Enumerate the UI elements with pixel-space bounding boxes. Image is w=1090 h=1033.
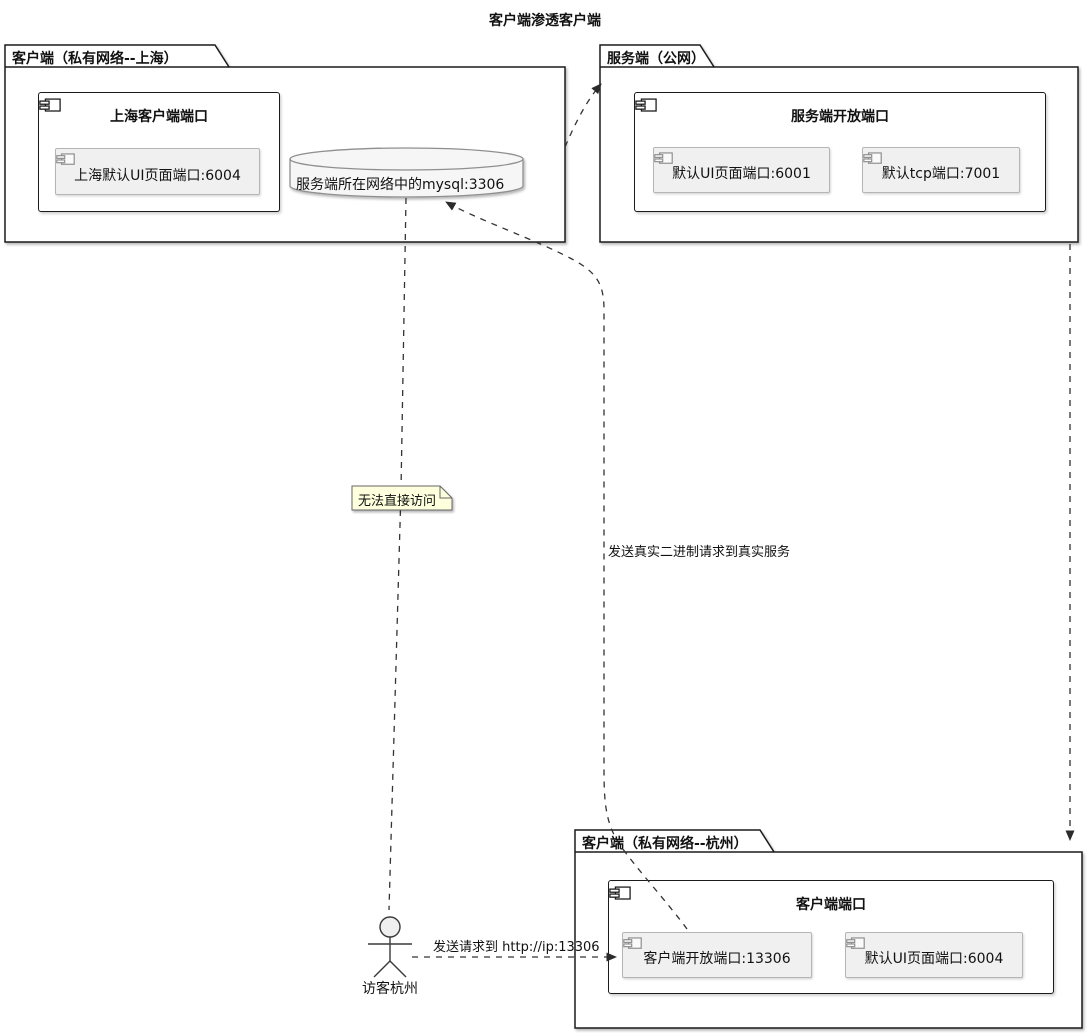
- edge-label-binary-request: 发送真实二进制请求到真实服务: [608, 545, 791, 560]
- port-server-ui-6001-label: 默认UI页面端口:6001: [672, 166, 811, 182]
- component-icon: [846, 937, 865, 949]
- package-server-label: 服务端（公网）: [607, 51, 705, 67]
- component-icon: [863, 152, 882, 164]
- port-shanghai-ui-6004: 上海默认UI页面端口:6004: [55, 148, 260, 195]
- port-server-tcp-7001-label: 默认tcp端口:7001: [881, 166, 1001, 182]
- database-mysql-label: 服务端所在网络中的mysql:3306: [296, 177, 505, 193]
- edge-no-direct-access: [388, 197, 407, 911]
- note-no-direct-access: 无法直接访问: [358, 494, 437, 509]
- component-shanghai-ports-title: 上海客户端端口: [110, 109, 208, 125]
- port-shanghai-ui-6004-label: 上海默认UI页面端口:6004: [74, 168, 241, 184]
- component-icon: [623, 937, 642, 949]
- port-hangzhou-ui-6004: 默认UI页面端口:6004: [845, 932, 1023, 978]
- component-server-ports-title: 服务端开放端口: [791, 109, 889, 125]
- edge-binary-request: [445, 201, 688, 930]
- port-hangzhou-open-13306-label: 客户端开放端口:13306: [643, 951, 791, 967]
- component-hangzhou-ports-title: 客户端端口: [796, 897, 866, 913]
- actor-visitor-label: 访客杭州: [362, 981, 418, 997]
- package-shanghai-label: 客户端（私有网络--上海）: [12, 51, 178, 67]
- port-server-ui-6001: 默认UI页面端口:6001: [653, 147, 830, 193]
- package-hangzhou-label: 客户端（私有网络--杭州）: [582, 836, 748, 852]
- diagram-title: 客户端渗透客户端: [489, 13, 601, 29]
- port-hangzhou-ui-6004-label: 默认UI页面端口:6004: [864, 951, 1004, 967]
- port-hangzhou-open-13306: 客户端开放端口:13306: [622, 932, 812, 978]
- edge-label-http-request: 发送请求到 http://ip:13306: [433, 940, 600, 955]
- component-icon: [654, 152, 673, 164]
- component-icon: [56, 153, 75, 165]
- edge-shanghai-to-server: [564, 83, 602, 148]
- port-server-tcp-7001: 默认tcp端口:7001: [862, 147, 1020, 193]
- actor-icon: [368, 916, 412, 978]
